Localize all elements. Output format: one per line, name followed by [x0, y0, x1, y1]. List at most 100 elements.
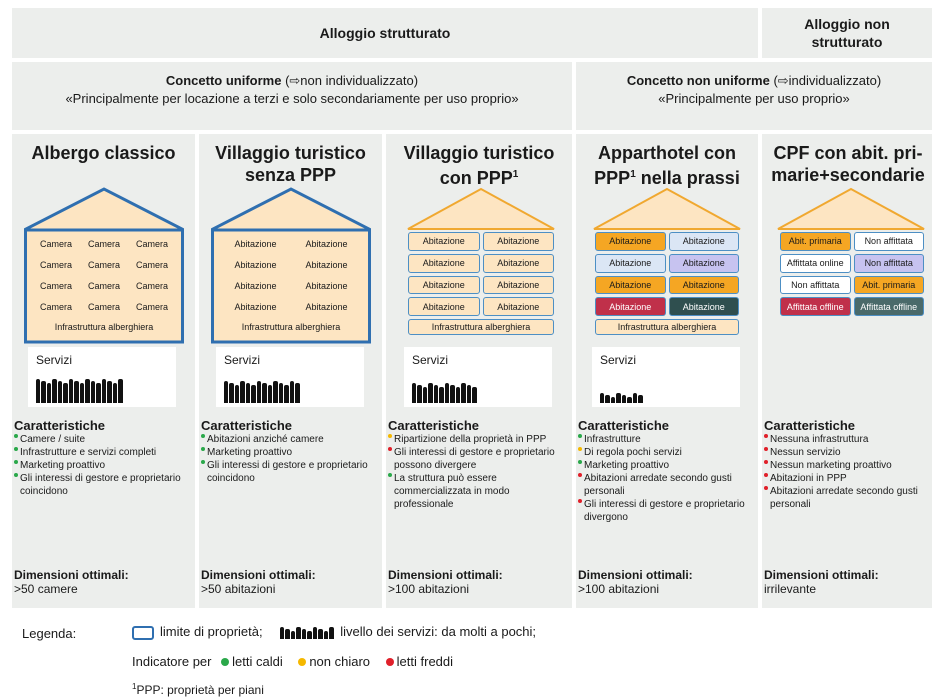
- legend-cold: letti freddi: [396, 654, 454, 669]
- col4-unit-grid: Abitazione Abitazione Abitazione Abitazi…: [595, 232, 739, 316]
- col5-dimensions: Dimensioni ottimali: irrilevante: [764, 568, 879, 596]
- char-bullet-text: Marketing proattivo: [20, 460, 106, 471]
- char-bullet: Gli interessi di gestore e proprietario …: [388, 446, 568, 472]
- char-bullet-text: Gli interessi di gestore e proprietario …: [207, 460, 368, 484]
- char-bullet: Gli interessi di gestore e proprietario …: [578, 498, 756, 524]
- red-dot-icon: [764, 447, 768, 451]
- unit-cell: Abitazione: [408, 253, 480, 273]
- yellow-dot-icon: [388, 434, 392, 438]
- green-dot-icon: [14, 434, 18, 438]
- person-figure: [235, 385, 239, 403]
- dim-title: Dimensioni ottimali:: [388, 568, 503, 582]
- green-dot-icon: [578, 434, 582, 438]
- legend-unclear: non chiaro: [309, 654, 371, 669]
- services-label: Servizi: [412, 353, 449, 367]
- concept-uniform: Concetto uniforme (⇨non individualizzato…: [12, 62, 572, 130]
- services-label: Servizi: [224, 353, 261, 367]
- person-figure: [633, 393, 637, 403]
- char-title: Caratteristiche: [578, 418, 670, 433]
- person-figure: [246, 383, 250, 403]
- green-dot-icon: [201, 447, 205, 451]
- person-figure: [605, 395, 610, 403]
- room-cell: Camera: [80, 296, 128, 317]
- person-figure: [118, 379, 123, 403]
- col3-roof: [407, 187, 555, 230]
- char-bullet-text: Gli interessi di gestore e proprietario …: [20, 473, 181, 497]
- room-cell: Camera: [128, 254, 176, 275]
- person-figure: [279, 383, 283, 403]
- char-bullet: Infrastrutture e servizi completi: [14, 446, 194, 459]
- unit-cell: Abitazione: [291, 275, 362, 296]
- person-figure: [616, 393, 621, 403]
- char-bullet-text: La struttura può essere commercializzata…: [394, 473, 510, 510]
- col5-title: CPF con abit. pri-marie+secondarie: [762, 142, 934, 186]
- unit-cell: Abitazione: [595, 275, 666, 295]
- red-dot-icon: [578, 473, 582, 477]
- unit-cell: Abitazione: [595, 232, 666, 251]
- char-bullet-text: Nessuna infrastruttura: [770, 434, 869, 445]
- person-figure: [445, 383, 449, 403]
- char-bullet-text: Gli interessi di gestore e proprietario …: [584, 499, 745, 523]
- unit-cell: Non affittata: [853, 232, 924, 251]
- char-bullet-text: Abitazioni arredate secondo gusti person…: [770, 486, 918, 510]
- person-figure: [307, 630, 313, 639]
- person-figure: [627, 397, 632, 403]
- person-figure: [423, 387, 427, 403]
- col2-unit-grid: Abitazione Abitazione Abitazione Abitazi…: [220, 233, 362, 317]
- unit-cell: Abitazione: [408, 275, 480, 295]
- char-title: Caratteristiche: [201, 418, 293, 433]
- col2-dimensions: Dimensioni ottimali: >50 abitazioni: [201, 568, 316, 596]
- col2-characteristics: Caratteristiche Abitazioni anziché camer…: [201, 418, 381, 485]
- char-bullet: Marketing proattivo: [201, 446, 381, 459]
- char-bullet-text: Abitazioni arredate secondo gusti person…: [584, 473, 732, 497]
- services-label: Servizi: [36, 353, 73, 367]
- concept-uniform-sub: «Principalmente per locazione a terzi e …: [65, 91, 519, 106]
- unit-cell: Abitazione: [668, 232, 739, 251]
- unit-cell: Abit. primaria: [853, 275, 924, 295]
- char-title: Caratteristiche: [14, 418, 106, 433]
- services-label: Servizi: [600, 353, 637, 367]
- col1-dimensions: Dimensioni ottimali: >50 camere: [14, 568, 129, 596]
- legend-boundary: limite di proprietà;: [160, 624, 263, 639]
- col2-title-text: Villaggio turistico senza PPP: [215, 143, 366, 185]
- char-bullet: Gli interessi di gestore e proprietario …: [201, 459, 381, 485]
- unit-cell: Affittata offline: [780, 297, 851, 316]
- unit-cell: Abitazione: [668, 253, 739, 273]
- col3-unit-grid: Abitazione Abitazione Abitazione Abitazi…: [408, 232, 554, 316]
- red-dot-icon: [764, 434, 768, 438]
- header-structured-label: Alloggio strutturato: [319, 25, 451, 41]
- person-figure: [229, 383, 234, 403]
- char-bullet: Abitazioni in PPP: [764, 472, 932, 485]
- person-figure: [224, 381, 228, 403]
- col3-title-sup: 1: [512, 169, 519, 180]
- person-figure: [280, 626, 285, 639]
- col4-title: Apparthotel con PPP1 nella prassi: [576, 142, 758, 189]
- unit-cell: Non affittata: [780, 275, 851, 295]
- char-bullet: Camere / suite: [14, 433, 194, 446]
- person-figure: [36, 379, 40, 403]
- unit-cell: Abitazione: [408, 232, 480, 251]
- header-structured: Alloggio strutturato: [12, 8, 758, 58]
- person-figure: [102, 379, 106, 403]
- concept-nonuniform-sub: «Principalmente per uso proprio»: [658, 91, 850, 106]
- person-figure: [302, 628, 307, 639]
- col3-infra: Infrastruttura alberghiera: [408, 319, 554, 335]
- person-figure: [257, 381, 261, 403]
- char-bullet-text: Marketing proattivo: [207, 447, 293, 458]
- unit-cell: Abitazione: [291, 233, 362, 254]
- col5-roof: [777, 187, 925, 230]
- legend-services-level: livello dei servizi: da molti a pochi;: [340, 624, 537, 639]
- unit-cell: Abitazione: [595, 297, 666, 316]
- person-figure: [295, 383, 300, 403]
- col4-services: Servizi: [592, 347, 740, 407]
- green-dot-icon: [201, 434, 205, 438]
- unit-cell: Abitazione: [220, 254, 291, 275]
- char-bullet: Di regola pochi servizi: [578, 446, 756, 459]
- boundary-swatch-icon: [132, 625, 154, 640]
- footnote-text: PPP: proprietà per piani: [136, 683, 264, 697]
- people-icon-medium: [412, 379, 477, 403]
- room-cell: Camera: [32, 254, 80, 275]
- dim-title: Dimensioni ottimali:: [578, 568, 693, 582]
